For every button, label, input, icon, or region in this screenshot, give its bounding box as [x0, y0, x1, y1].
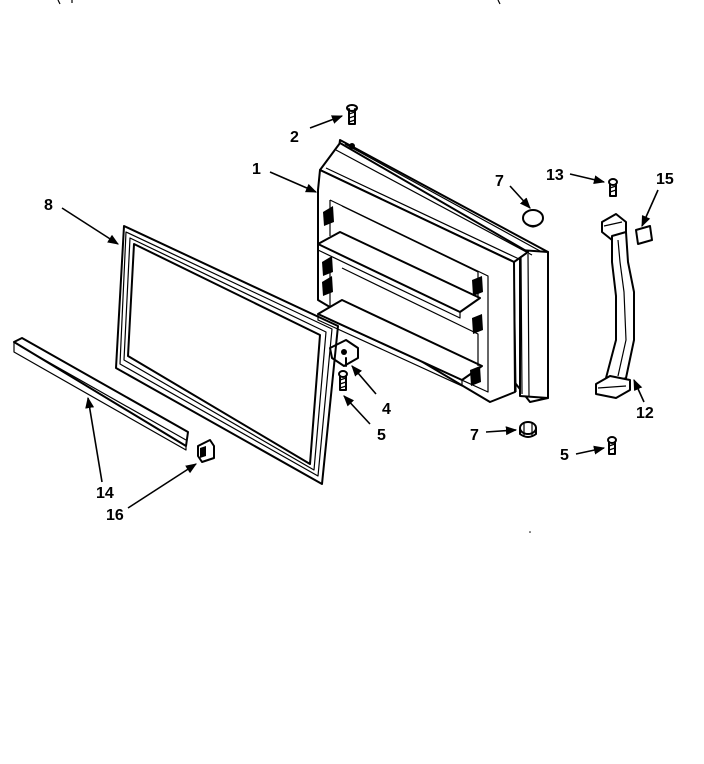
callout-12: 12	[636, 405, 654, 422]
endcap-part-16	[197, 439, 215, 463]
callout-7-bottom: 7	[470, 427, 479, 444]
trim-part-14	[13, 337, 189, 451]
leader-arrows	[61, 115, 659, 509]
callout-8: 8	[44, 197, 53, 214]
callout-1: 1	[252, 161, 261, 178]
pad-part-15	[635, 225, 653, 245]
callout-2: 2	[290, 129, 299, 146]
callout-15: 15	[656, 171, 674, 188]
screw-part-2	[346, 104, 358, 125]
top-edge-marks	[57, 0, 501, 5]
callout-16: 16	[106, 507, 124, 524]
screw-part-5-center	[338, 370, 348, 391]
screw-part-5-handle	[607, 436, 617, 455]
handle-part-12	[595, 213, 635, 399]
callout-labels: 2 1 7 8 4 5 7 13 15 12 5 14 16	[44, 129, 674, 524]
callout-7-top: 7	[495, 173, 504, 190]
screw-part-13	[608, 178, 618, 197]
callout-13: 13	[546, 167, 564, 184]
gasket-part-8	[115, 225, 339, 485]
plug-part-7-bottom	[519, 421, 537, 438]
hinge-part-4	[329, 339, 359, 367]
callout-5-center: 5	[377, 427, 386, 444]
callout-4: 4	[382, 401, 391, 418]
callout-5-handle: 5	[560, 447, 569, 464]
door-liner-part	[317, 139, 549, 403]
callout-14: 14	[96, 485, 114, 502]
plug-part-7-top	[522, 209, 544, 228]
speck	[529, 531, 531, 533]
